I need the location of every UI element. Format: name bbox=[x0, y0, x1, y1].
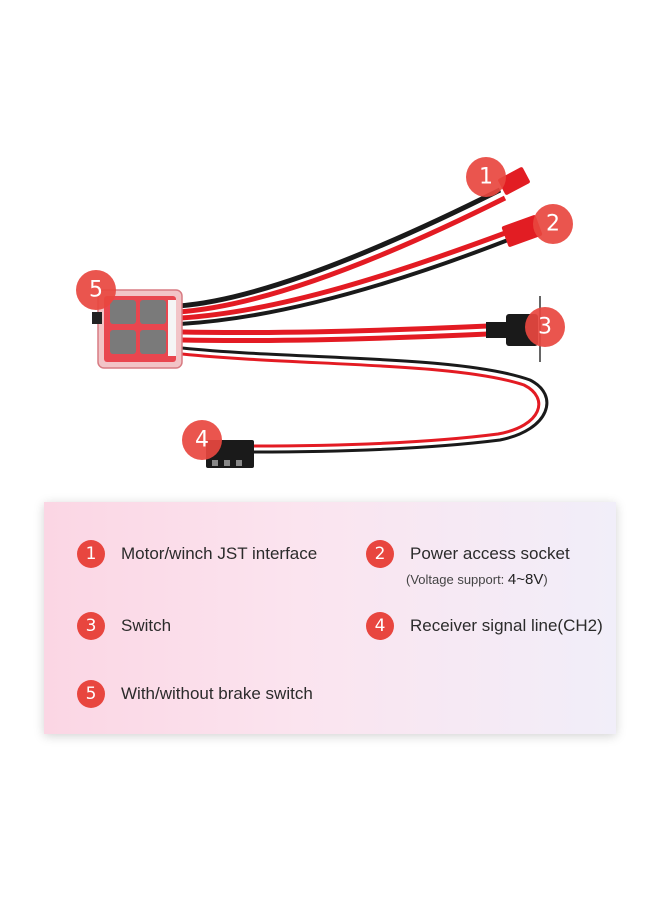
voltage-note-prefix: (Voltage support: bbox=[406, 572, 508, 587]
callout-badge-1: 1 bbox=[466, 157, 506, 197]
legend-item-1: 1 Motor/winch JST interface bbox=[77, 540, 317, 568]
callout-number: 2 bbox=[546, 212, 560, 237]
legend-item-2: 2 Power access socket (Voltage support: … bbox=[366, 540, 570, 588]
callout-badge-2: 2 bbox=[533, 204, 573, 244]
voltage-note: (Voltage support: 4~8V) bbox=[406, 572, 570, 588]
legend-item-4: 4 Receiver signal line(CH2) bbox=[366, 612, 603, 640]
wire-black-1 bbox=[177, 187, 502, 309]
callout-badge-5: 5 bbox=[76, 270, 116, 310]
legend-item-3: 3 Switch bbox=[77, 612, 171, 640]
wire-red-1 bbox=[177, 195, 507, 315]
callout-number: 5 bbox=[89, 278, 103, 303]
product-photo: 1 2 3 4 5 bbox=[76, 157, 573, 468]
wire-servo-red bbox=[181, 352, 541, 448]
wire-servo-black bbox=[181, 346, 549, 454]
wire-red-3b bbox=[181, 331, 489, 344]
legend-number: 1 bbox=[77, 540, 105, 568]
legend-number: 2 bbox=[366, 540, 394, 568]
legend-item-5: 5 With/without brake switch bbox=[77, 680, 313, 708]
voltage-note-suffix: ) bbox=[543, 572, 548, 587]
esc-board bbox=[92, 289, 183, 369]
voltage-value: 4~8V bbox=[507, 571, 544, 588]
callout-badge-3: 3 bbox=[525, 307, 565, 347]
callout-number: 1 bbox=[479, 165, 493, 190]
connector-2-power bbox=[501, 215, 543, 247]
legend-number: 3 bbox=[77, 612, 105, 640]
callout-number: 4 bbox=[195, 428, 209, 453]
legend-number: 5 bbox=[77, 680, 105, 708]
wire-red-3a bbox=[181, 323, 489, 336]
legend-number: 4 bbox=[366, 612, 394, 640]
legend-label: Switch bbox=[121, 616, 172, 635]
legend-panel: 1 Motor/winch JST interface 2 Power acce… bbox=[44, 502, 616, 734]
legend-label: Motor/winch JST interface bbox=[121, 544, 318, 563]
connector-1-jst bbox=[498, 167, 530, 195]
legend-label: Receiver signal line(CH2) bbox=[410, 616, 603, 635]
wire-black-2 bbox=[179, 238, 509, 326]
callout-badge-4: 4 bbox=[182, 420, 222, 460]
legend-label-wrap: Power access socket (Voltage support: 4~… bbox=[406, 540, 570, 588]
wire-red-2 bbox=[179, 229, 509, 321]
callout-number: 3 bbox=[538, 315, 552, 340]
legend-label: With/without brake switch bbox=[121, 684, 313, 703]
legend-label: Power access socket bbox=[410, 544, 570, 563]
